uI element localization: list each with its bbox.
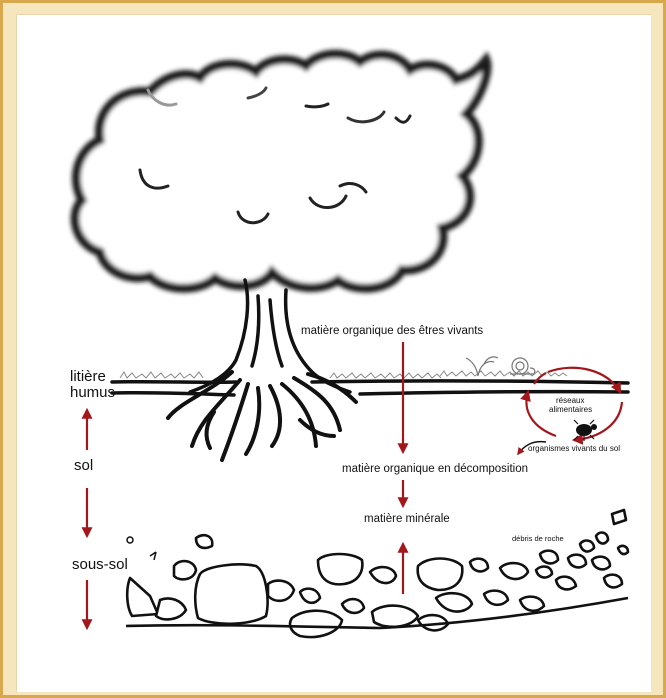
label-reseaux-2: alimentaires (549, 405, 592, 414)
label-matiere-vivants: matière organique des êtres vivants (301, 325, 483, 337)
tree-icon (75, 54, 487, 288)
plant-icon (466, 357, 498, 376)
soil-lines (112, 381, 628, 395)
label-reseaux-1: réseaux (556, 396, 584, 405)
label-debris: débris de roche (512, 534, 564, 543)
label-organismes: organismes vivants du sol (528, 444, 620, 453)
tree-crown (75, 54, 487, 288)
label-matiere-minerale: matière minérale (364, 513, 450, 525)
snail-icon (510, 358, 535, 374)
label-litiere: litière (70, 368, 106, 385)
label-matiere-decomposition: matière organique en décomposition (342, 463, 528, 475)
pebble (127, 537, 133, 543)
label-humus: humus (70, 384, 115, 401)
label-sous-sol: sous-sol (72, 556, 128, 573)
label-sol: sol (74, 457, 93, 474)
tree-roots (168, 372, 356, 460)
litter-grass (120, 371, 567, 378)
rock-icon (127, 510, 628, 637)
pebble (150, 552, 156, 560)
